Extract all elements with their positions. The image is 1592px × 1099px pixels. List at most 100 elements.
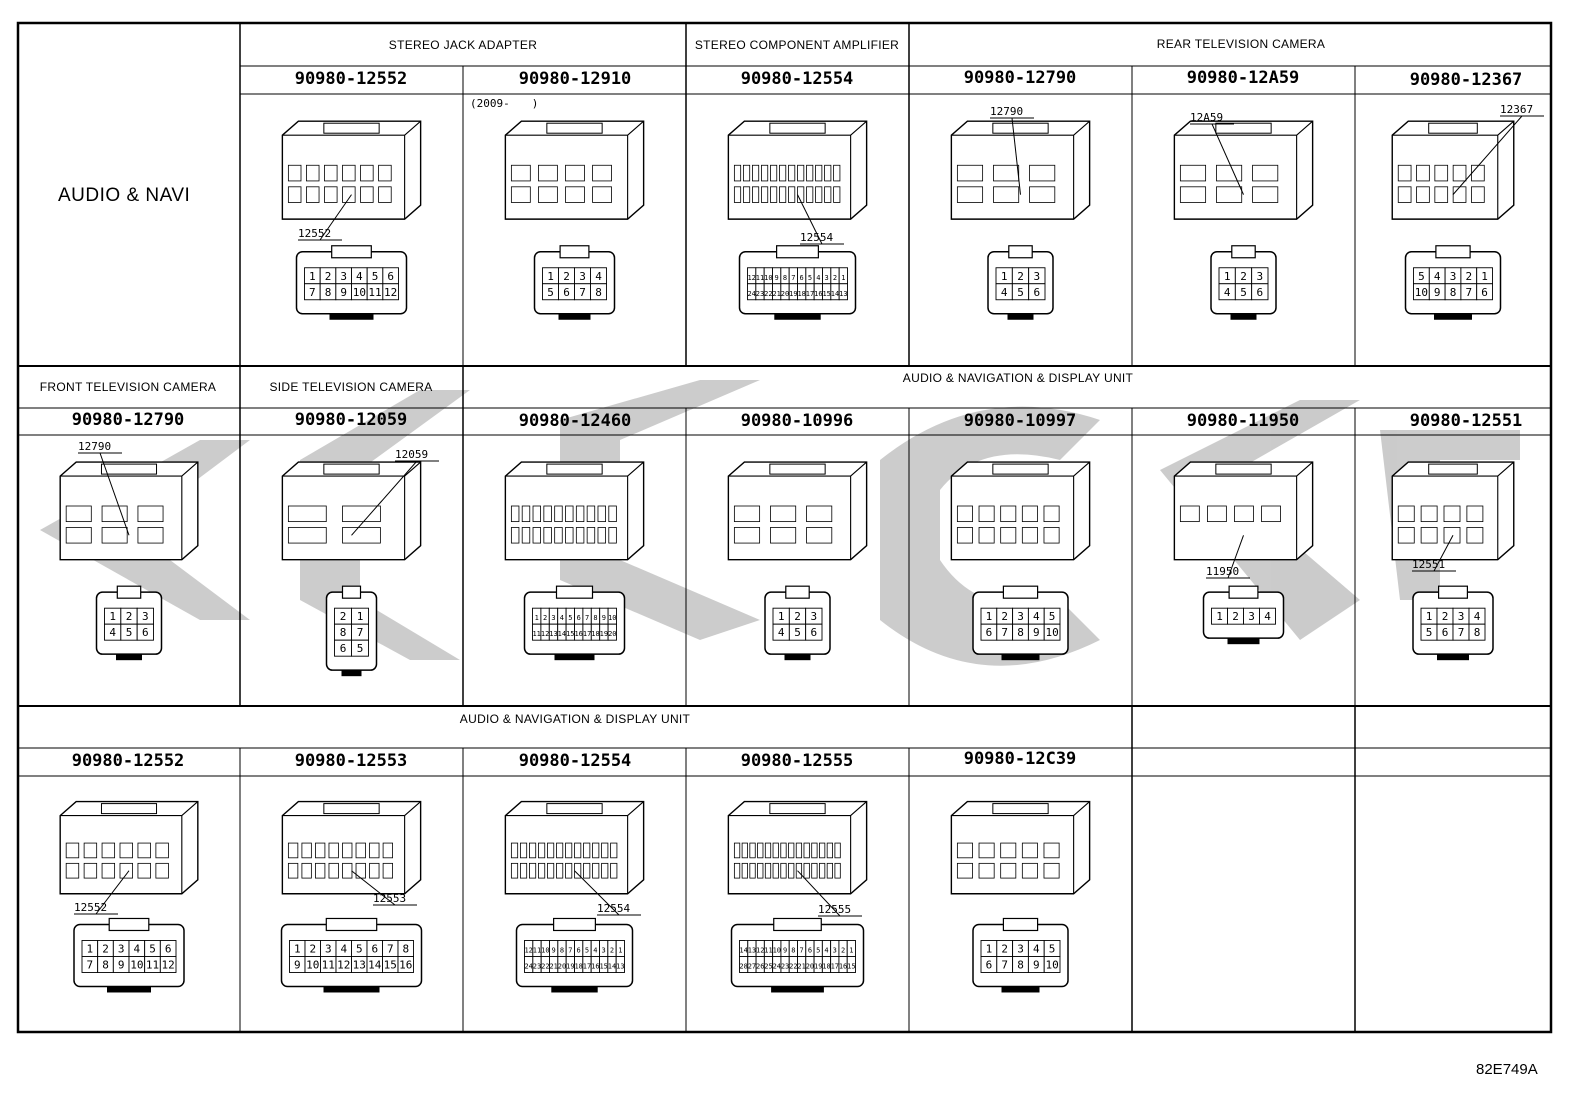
pin-number-c17: 17 — [831, 962, 839, 970]
cavity-c9 — [543, 527, 552, 544]
cavity-c5 — [1216, 164, 1243, 182]
cavity-c18 — [956, 842, 973, 859]
pin-number-c9: 20 — [608, 630, 616, 638]
pin-cell-c13 — [1468, 623, 1486, 641]
pin-number-c9: 13 — [549, 630, 557, 638]
cavity-c3 — [779, 186, 787, 203]
pin-face-foot-c6 — [1434, 313, 1472, 320]
drawing-code: 82E749A — [1476, 1061, 1538, 1078]
label-leader-c5 — [1211, 123, 1244, 195]
pin-number-c17: 3 — [833, 946, 837, 954]
pin-cell-c9 — [607, 623, 617, 641]
pin-number-c7: 1 — [109, 610, 116, 623]
cavity-c16 — [592, 862, 600, 879]
pin-face-foot-c4 — [1007, 313, 1034, 320]
pin-face-latch-c1 — [331, 245, 372, 259]
cavity-c3 — [815, 186, 823, 203]
pin-number-c4: 2 — [1017, 270, 1024, 283]
cavity-c6 — [1434, 186, 1449, 203]
pin-number-c2: 8 — [595, 286, 602, 299]
pin-number-c17: 5 — [816, 946, 820, 954]
pin-number-c2: 5 — [547, 286, 554, 299]
category-display-unit-row2: AUDIO & NAVIGATION & DISPLAY UNIT — [902, 371, 1134, 385]
pin-number-c6: 1 — [1481, 270, 1488, 283]
cavity-c7 — [101, 527, 128, 544]
cavity-c9 — [565, 527, 574, 544]
cavity-c3 — [788, 186, 796, 203]
pin-number-c9: 1 — [535, 614, 539, 622]
cavity-c1 — [378, 164, 392, 182]
pin-number-c2: 7 — [579, 286, 586, 299]
cavity-c18 — [978, 862, 995, 879]
pin-number-c16: 7 — [568, 946, 572, 954]
pin-cell-c17 — [846, 956, 856, 973]
pin-number-c1: 3 — [340, 270, 347, 283]
cavity-c18 — [1021, 842, 1038, 859]
cavity-c15 — [369, 862, 380, 879]
pin-number-c16: 4 — [593, 946, 597, 954]
pin-cell-c6 — [1476, 283, 1493, 301]
pin-number-c11: 4 — [1033, 610, 1040, 623]
pin-number-c13: 4 — [1474, 610, 1481, 623]
pin-face-foot-c11 — [1001, 654, 1040, 661]
pin-number-c13: 2 — [1442, 610, 1449, 623]
part-number-c12: 90980-11950 — [1186, 411, 1300, 431]
cavity-c2 — [592, 186, 612, 203]
cavity-c16 — [565, 842, 573, 859]
cavity-c16 — [610, 842, 618, 859]
pin-number-c15: 16 — [399, 958, 412, 971]
pin-number-c17: 24 — [773, 962, 781, 970]
pin-number-c3: 9 — [775, 274, 779, 282]
pin-number-c14: 12 — [162, 958, 175, 971]
cavity-c11 — [1021, 505, 1038, 523]
cavity-c3 — [733, 164, 742, 182]
pin-number-c7: 6 — [142, 626, 149, 639]
pin-number-c6: 7 — [1465, 286, 1472, 299]
connector-latch-c15 — [323, 803, 380, 815]
cavity-c3 — [742, 164, 751, 182]
pin-number-c14: 9 — [118, 958, 125, 971]
cavity-c9 — [543, 505, 552, 523]
part-number-c4: 90980-12790 — [963, 68, 1077, 88]
cavity-c17 — [795, 842, 803, 859]
connector-label-c17: 12555 — [818, 903, 851, 916]
pin-number-c15: 11 — [322, 958, 335, 971]
cavity-c6 — [1397, 164, 1412, 182]
pin-number-c3: 21 — [772, 290, 780, 298]
cavity-c3 — [733, 186, 742, 203]
cavity-c10 — [733, 505, 761, 523]
pin-number-c15: 15 — [384, 958, 397, 971]
pin-cell-c7 — [136, 623, 154, 641]
cavity-c13 — [1397, 505, 1415, 523]
pin-number-c9: 16 — [574, 630, 582, 638]
pin-face-foot-c9 — [554, 654, 595, 661]
cavity-c9 — [532, 505, 542, 523]
cavity-c15 — [369, 842, 380, 859]
pin-number-c15: 5 — [356, 942, 363, 955]
pin-face-latch-c12 — [1228, 585, 1259, 599]
pin-number-c9: 18 — [591, 630, 599, 638]
cavity-c2 — [565, 164, 585, 182]
pin-number-c12: 2 — [1232, 610, 1239, 623]
cavity-c12 — [1207, 505, 1227, 523]
cavity-c15 — [301, 842, 312, 859]
pin-number-c9: 3 — [551, 614, 555, 622]
cavity-c9 — [586, 527, 596, 544]
cavity-c13 — [1466, 505, 1484, 523]
cavity-c11 — [956, 505, 973, 523]
pin-number-c6: 4 — [1434, 270, 1441, 283]
pin-number-c9: 6 — [577, 614, 581, 622]
pin-number-c11: 6 — [986, 626, 993, 639]
cavity-c15 — [342, 842, 353, 859]
note-2009: (2009- ) — [470, 97, 539, 110]
cavity-c17 — [780, 842, 787, 859]
pin-number-c2: 2 — [563, 270, 570, 283]
connector-label-c16: 12554 — [597, 902, 630, 915]
pin-number-c3: 4 — [816, 274, 820, 282]
pin-number-c17: 10 — [773, 946, 781, 954]
pin-number-c11: 1 — [986, 610, 993, 623]
cavity-c13 — [1420, 505, 1438, 523]
pin-number-c7: 3 — [142, 610, 149, 623]
